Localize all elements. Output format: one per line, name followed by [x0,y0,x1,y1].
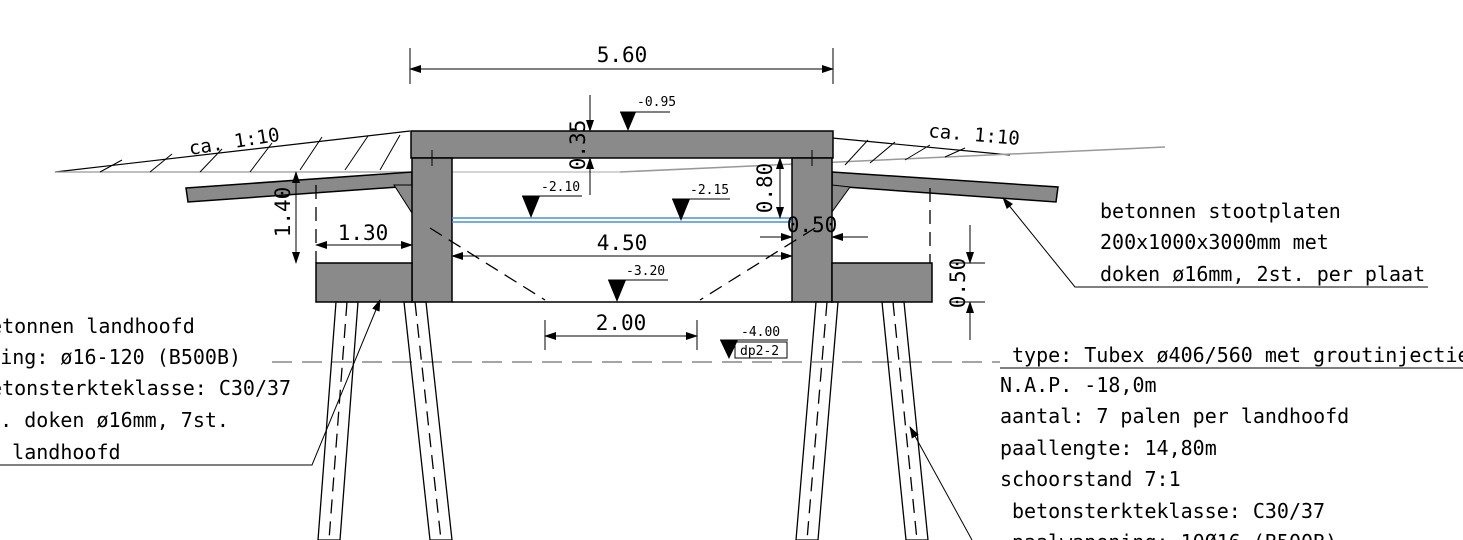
svg-text:betonsterkteklasse: C30/37: betonsterkteklasse: C30/37 [1012,499,1325,523]
svg-text:paalwapening: 10Ø16 (B500B): paalwapening: 10Ø16 (B500B) [1012,530,1337,540]
dim-footing-left-label: 1.30 [338,221,389,245]
svg-text:per landhoofd: per landhoofd [0,440,121,464]
note-stootplaten: betonnen stootplaten 200x1000x3000mm met… [1100,199,1425,286]
dim-deck-thickness-label: 0.35 [566,120,590,171]
pile-left-2 [403,301,453,540]
piles [317,301,929,540]
approach-slab-left [185,171,413,203]
svg-text:-2.10: -2.10 [541,180,580,195]
svg-text:-4.00: -4.00 [741,325,780,340]
level-water-left: -2.10 [522,180,582,218]
dim-deck-thickness: 0.35 [566,95,594,195]
dim-footing-thickness: 0.50 [946,225,985,340]
svg-text:-0.95: -0.95 [637,95,676,110]
slope-right-label: ca. 1:10 [928,120,1021,150]
svg-text:200x1000x3000mm met: 200x1000x3000mm met [1100,230,1329,254]
leader-palen [909,426,973,540]
svg-text:wapening: ø16-120 (B500B): wapening: ø16-120 (B500B) [0,345,241,369]
svg-text:betonnen stootplaten: betonnen stootplaten [1100,199,1341,223]
approach-slab-right [831,171,1059,203]
leader-stootplaten [1002,197,1428,288]
svg-text:paallengte: 14,80m: paallengte: 14,80m [1000,436,1217,460]
svg-text:N.A.P. -18,0m: N.A.P. -18,0m [1000,373,1157,397]
svg-text:aantal: 7 palen per landhoofd: aantal: 7 palen per landhoofd [1000,404,1349,428]
pile-right-2 [881,301,929,540]
dim-footing-thickness-label: 0.50 [946,258,970,309]
level-water-right: -2.15 [672,183,730,221]
note-palen: type: Tubex ø406/560 met groutinjectie N… [1000,343,1463,540]
pile-right-1 [795,301,839,540]
footing-left [315,262,413,303]
deck-slab [410,130,834,159]
dim-wall-height-left: 1.40 [271,171,300,264]
slope-left-label: ca. 1:10 [187,124,281,160]
svg-text:doken ø16mm, 2st. per plaat: doken ø16mm, 2st. per plaat [1100,262,1425,286]
dim-bottom-width-label: 2.00 [596,311,647,335]
dim-bottom-width: 2.00 [544,311,698,350]
svg-text:-3.20: -3.20 [626,264,665,279]
level-dp: -4.00 dp2-2 [720,325,788,359]
dim-wall-thickness-label: 0.50 [787,213,838,237]
svg-text:type: Tubex ø406/560 met grout: type: Tubex ø406/560 met groutinjectie [1012,343,1463,367]
note-landhoofd: betonnen landhoofd wapening: ø16-120 (B5… [0,314,291,464]
ground-line-right-grey [619,146,1166,173]
svg-text:-2.15: -2.15 [690,183,729,198]
level-bed: -3.20 [608,264,668,302]
leader-landhoofd [0,299,381,466]
soil-hatch-left [99,134,401,173]
ground-line-left [54,130,411,173]
corbel-right [831,184,851,214]
channel-profile [315,185,931,301]
dim-footing-left: 1.30 [315,221,413,249]
pile-left-1 [317,301,359,540]
dim-clear-span: 4.50 [451,231,793,260]
dim-wall-thickness: 0.50 [760,213,868,241]
dim-wall-height-left-label: 1.40 [271,187,295,238]
svg-text:incl. doken ø16mm, 7st.: incl. doken ø16mm, 7st. [0,408,229,432]
ground-line-right [831,137,1011,156]
dim-wall-height-right-label: 0.80 [753,163,777,214]
svg-text:dp2-2: dp2-2 [740,344,779,359]
dim-top-width: 5.60 [409,43,834,84]
footing-right [831,262,933,303]
svg-text:betonsterkteklasse: C30/37: betonsterkteklasse: C30/37 [0,376,291,400]
svg-text:schoorstand 7:1: schoorstand 7:1 [1000,467,1181,491]
dim-top-width-label: 5.60 [597,43,648,67]
corbel-left [393,184,413,215]
svg-text:betonnen landhoofd: betonnen landhoofd [0,314,195,338]
level-deck-top: -0.95 [620,95,676,131]
dim-wall-height-right: 0.80 [753,157,784,219]
dim-clear-span-label: 4.50 [597,231,648,255]
soil-hatch-right [844,139,966,166]
